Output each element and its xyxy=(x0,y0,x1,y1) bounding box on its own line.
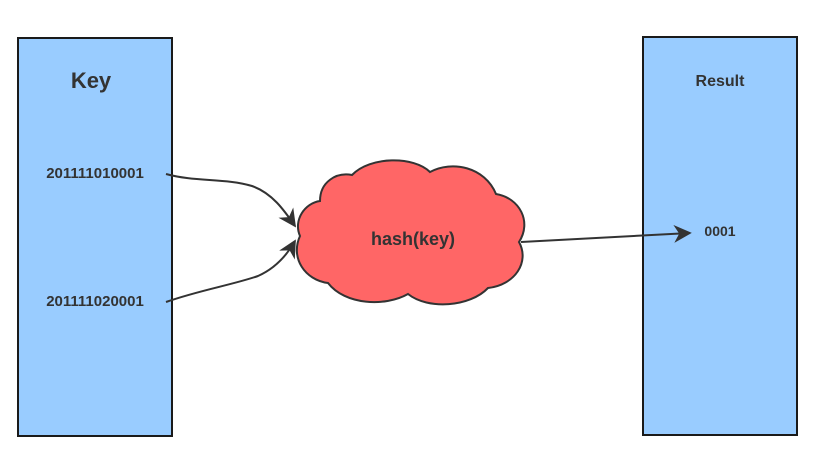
key-box-rect xyxy=(17,37,173,437)
hash-cloud: hash(key) xyxy=(295,159,526,306)
result-box: Result 0001 xyxy=(642,36,798,436)
result-box-rect xyxy=(642,36,798,436)
arrow-hash-to-result xyxy=(520,224,692,243)
result-value: 0001 xyxy=(704,223,735,239)
hash-label: hash(key) xyxy=(371,229,455,249)
key-item-2: 201111020001 xyxy=(46,293,144,310)
arrow-key1-to-hash xyxy=(165,173,297,228)
key-box: Key 201111010001 201111020001 xyxy=(17,37,173,437)
key-item-1: 201111010001 xyxy=(46,165,144,182)
result-box-title: Result xyxy=(696,73,746,90)
key-box-title: Key xyxy=(71,68,112,93)
arrow-key2-to-hash xyxy=(165,239,296,303)
cloud-shape xyxy=(295,159,526,306)
